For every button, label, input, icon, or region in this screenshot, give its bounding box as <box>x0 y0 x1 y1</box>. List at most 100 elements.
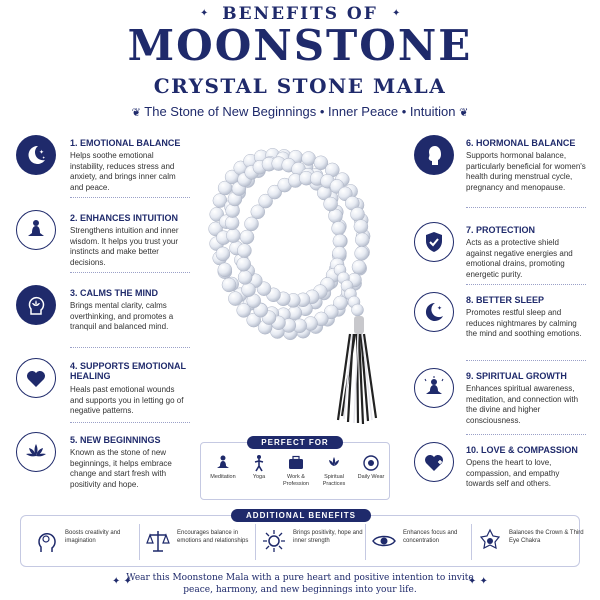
benefit-title: 8. BETTER SLEEP <box>466 295 545 305</box>
yoga-icon <box>249 453 269 473</box>
benefit-title: 4. SUPPORTS EMOTIONAL HEALING <box>70 361 186 381</box>
benefit-title: 5. NEW BEGINNINGS <box>70 435 161 445</box>
svg-text:✦: ✦ <box>437 305 442 312</box>
scales-icon <box>143 526 173 556</box>
mala-bead <box>237 243 252 258</box>
additional-benefits-panel: ADDITIONAL BENEFITS Boosts creativity an… <box>20 509 584 567</box>
sun-icon <box>259 526 289 556</box>
use-daily-wear: Daily Wear <box>353 453 389 481</box>
mala-bead <box>241 282 256 297</box>
benefit-title: 3. CALMS THE MIND <box>70 288 159 298</box>
footer-message: Wear this Moonstone Mala with a pure hea… <box>126 573 474 595</box>
divider <box>70 272 190 273</box>
svg-text:✦: ✦ <box>42 155 46 160</box>
divider <box>70 422 190 423</box>
benefit-text: Enhances spiritual awareness, meditation… <box>466 384 579 425</box>
mala-bead <box>224 215 240 231</box>
benefit-title: 9. SPIRITUAL GROWTH <box>466 371 567 381</box>
mala-bead <box>236 303 251 318</box>
mala-bead <box>239 229 255 245</box>
page-subtitle: CRYSTAL STONE MALA <box>153 74 447 98</box>
sparkle-icon: ✦ ✦ <box>468 576 488 587</box>
leaf-icon: ❦ <box>459 107 469 119</box>
mala-bead <box>244 216 259 232</box>
mala-bead <box>236 256 251 272</box>
divider <box>466 207 586 208</box>
use-work: Work & Profession <box>278 453 314 488</box>
eye-icon <box>369 526 399 556</box>
mala-bead <box>313 155 329 171</box>
meditation-icon <box>414 368 454 408</box>
divider <box>365 524 366 560</box>
benefit-text: Acts as a protective shield against nega… <box>466 238 573 279</box>
additional-benefits-label: ADDITIONAL BENEFITS <box>231 509 371 522</box>
perfect-for-panel: PERFECT FOR Meditation Yoga Work & Profe… <box>200 436 390 500</box>
additional-creativity: Boosts creativity and imagination <box>31 526 136 560</box>
mala-bead <box>323 196 338 212</box>
moonstone-mala-image <box>208 148 378 425</box>
divider <box>70 197 190 198</box>
benefit-title: 1. EMOTIONAL BALANCE <box>70 138 181 148</box>
divider <box>255 524 256 560</box>
additional-positivity: Brings positivity, hope and inner streng… <box>259 526 364 560</box>
lotus-icon <box>16 432 56 472</box>
mala-bead <box>226 228 241 243</box>
mala-bead <box>324 304 339 320</box>
benefit-title: 10. LOVE & COMPASSION <box>466 445 578 455</box>
mala-bead <box>351 303 364 317</box>
divider <box>139 524 140 560</box>
mala-bead <box>353 219 369 234</box>
benefit-text: Strengthens intuition and inner wisdom. … <box>70 226 179 267</box>
mala-bead <box>221 277 237 293</box>
mala-bead <box>351 259 367 275</box>
use-spiritual: Spiritual Practices <box>316 453 352 488</box>
divider <box>70 347 190 348</box>
divider <box>471 524 472 560</box>
benefit-text: Opens the heart to love, compassion, and… <box>466 458 560 488</box>
shield-check-icon <box>414 222 454 262</box>
mala-bead <box>267 184 282 200</box>
mala-bead <box>355 232 370 248</box>
benefit-title: 7. PROTECTION <box>466 225 536 235</box>
meditation-icon <box>16 210 56 250</box>
sparkle-icon: ✦ ✦ <box>112 576 132 587</box>
perfect-for-label: PERFECT FOR <box>247 436 343 449</box>
mala-bead <box>217 262 233 278</box>
additional-balance: Encourages balance in emotions and relat… <box>143 526 253 560</box>
benefit-text: Brings mental clarity, calms overthinkin… <box>70 301 174 331</box>
page-title: MOONSTONE <box>127 21 473 70</box>
benefit-text: Helps soothe emotional instability, redu… <box>70 151 176 192</box>
lotus-icon <box>324 453 344 473</box>
heart-plus-icon <box>414 442 454 482</box>
benefit-text: Promotes restful sleep and reduces night… <box>466 308 582 338</box>
woman-profile-icon <box>414 135 454 175</box>
mala-bead <box>301 151 316 166</box>
benefit-title: 6. HORMONAL BALANCE <box>466 138 576 148</box>
meditation-icon <box>213 453 233 473</box>
mala-bead <box>250 204 266 220</box>
mala-bead <box>258 193 273 209</box>
lotus-head-icon <box>16 285 56 325</box>
mala-bead <box>354 246 369 261</box>
tassel-icon <box>336 316 378 425</box>
use-yoga: Yoga <box>241 453 277 481</box>
benefit-text: Supports hormonal balance, particularly … <box>466 151 586 192</box>
sparkle-icon: ✦ <box>392 8 401 19</box>
mala-bead <box>332 233 348 249</box>
mala-bead <box>228 291 243 306</box>
divider <box>466 360 586 361</box>
divider <box>466 284 586 285</box>
mala-bead <box>246 312 261 328</box>
briefcase-icon <box>286 453 306 473</box>
divider <box>466 434 586 435</box>
heart-icon <box>16 358 56 398</box>
head-bulb-icon <box>31 526 61 556</box>
svg-text:✦: ✦ <box>39 149 44 156</box>
chakra-icon <box>475 526 505 556</box>
mala-bead <box>331 221 346 236</box>
calendar-icon <box>361 453 381 473</box>
mala-bead <box>333 295 348 311</box>
benefit-text: Known as the stone of new beginnings, it… <box>70 448 172 489</box>
sparkle-icon: ✦ <box>200 8 209 19</box>
benefit-text: Heals past emotional wounds and supports… <box>70 385 184 415</box>
